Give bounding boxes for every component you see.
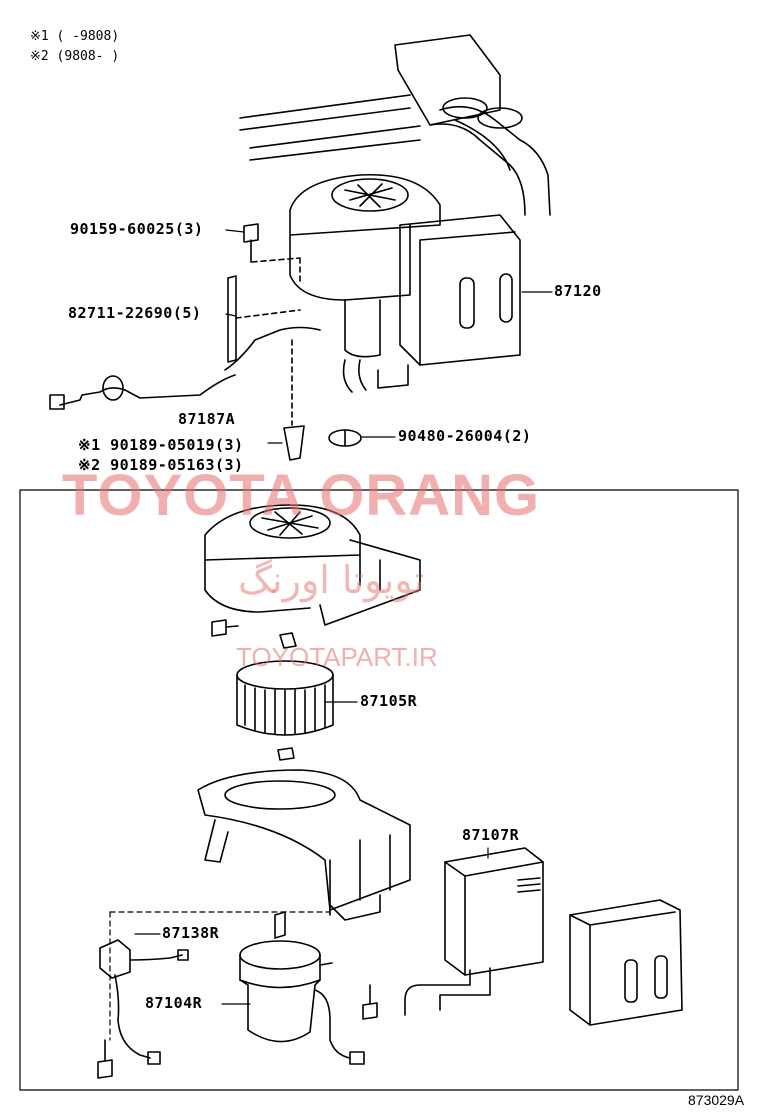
watermark-url: TOYOTAPART.IR bbox=[236, 642, 438, 672]
heater-core bbox=[404, 847, 544, 1016]
watermark-brand: TOYOTA ORANG bbox=[62, 463, 541, 528]
figure-id: 873029A bbox=[688, 1092, 745, 1108]
resistor-harness bbox=[99, 939, 189, 1065]
leader-lines bbox=[134, 229, 553, 1005]
blower-motor bbox=[239, 911, 365, 1065]
label-bolt-upper: 90159-60025(3) bbox=[70, 220, 204, 238]
side-cover bbox=[569, 899, 683, 1026]
label-blower-assy: 87120 bbox=[554, 282, 602, 300]
label-fan: 87105R bbox=[360, 692, 418, 710]
label-grommet: 90480-26004(2) bbox=[398, 427, 532, 445]
watermark-brand-fa: تویوتا اورنگ bbox=[238, 558, 425, 602]
upper-fasteners bbox=[49, 223, 362, 461]
note-2: ※2 (9808- ) bbox=[30, 49, 120, 64]
blower-fan bbox=[236, 660, 334, 736]
label-band: 82711-22690(5) bbox=[68, 304, 202, 322]
label-resistor: 87138R bbox=[162, 924, 220, 942]
note-1: ※1 ( -9808) bbox=[30, 29, 120, 44]
lower-fasteners bbox=[97, 619, 378, 1079]
blower-assembly-upper bbox=[289, 173, 521, 393]
label-heater-core: 87107R bbox=[462, 826, 520, 844]
label-motor: 87104R bbox=[145, 994, 203, 1012]
label-nut-1: ※1 90189-05019(3) bbox=[78, 436, 244, 454]
duct-pipes bbox=[239, 34, 551, 216]
label-wire-harness: 87187A bbox=[178, 410, 236, 428]
blower-case-lower bbox=[109, 769, 411, 1041]
detail-frame bbox=[19, 489, 739, 1091]
blower-case-upper bbox=[204, 504, 421, 626]
label-nut-2: ※2 90189-05163(3) bbox=[78, 456, 244, 474]
